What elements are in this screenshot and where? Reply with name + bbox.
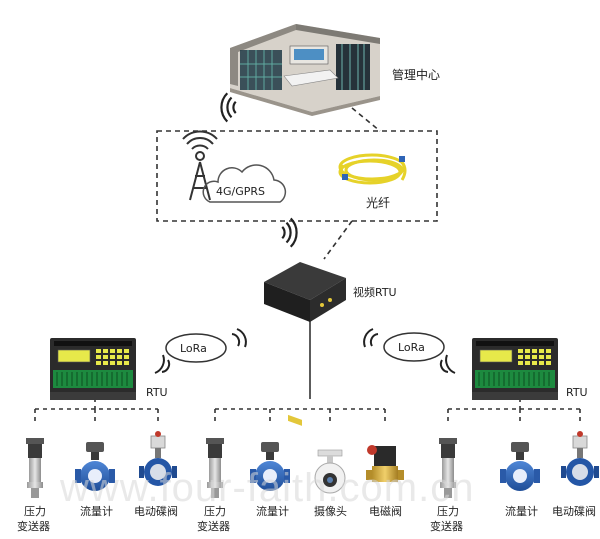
fiber-label: 光纤 [366, 196, 390, 210]
lora-label-right: LoRa [398, 341, 425, 354]
lora-signal-icon-right-2 [439, 354, 456, 374]
device-label-pressure-center-1: 压力 [204, 505, 226, 518]
control-center-label: 管理中心 [392, 67, 440, 82]
butterfly-valve-icon-right [560, 430, 600, 487]
wireless-signal-icon-mid [281, 217, 298, 248]
lora-bubble-right [383, 332, 445, 362]
network-dashed-box [156, 130, 438, 222]
connection-lines [34, 107, 581, 425]
device-label-camera: 摄像头 [314, 504, 347, 518]
device-label-solenoid: 电磁阀 [369, 504, 402, 518]
fiber-cable-icon [338, 153, 407, 185]
cloud-icon [202, 164, 287, 203]
cell-tower-icon [182, 130, 218, 201]
camera-icon [314, 449, 346, 494]
pressure-transmitter-icon-left [26, 438, 44, 498]
device-label-pressure-right-2: 变送器 [430, 519, 463, 533]
link-center-to-network-box [351, 107, 381, 132]
rtu-device-icon-left [49, 337, 137, 401]
link-box-to-video-rtu [323, 220, 353, 260]
device-label-pressure-left-2: 变送器 [17, 519, 50, 533]
device-label-pressure-center-2: 变送器 [197, 519, 230, 533]
wireless-signal-icon-top [220, 92, 237, 123]
device-label-flowmeter-center: 流量计 [256, 504, 289, 518]
lora-signal-icon-right [363, 328, 379, 348]
device-label-pressure-right-1: 压力 [437, 505, 459, 518]
lora-label-left: LoRa [180, 342, 207, 355]
video-rtu-label: 视频RTU [353, 285, 397, 299]
device-label-flowmeter-right: 流量计 [505, 504, 538, 518]
rtu-device-icon-right [471, 337, 559, 401]
lora-signal-icon-left-2 [154, 354, 171, 374]
flowmeter-icon-right [500, 442, 540, 491]
device-label-valve-right: 电动碟阀 [552, 504, 596, 518]
solenoid-valve-icon [366, 445, 404, 482]
device-label-pressure-left-1: 压力 [24, 505, 46, 518]
device-label-valve-left: 电动碟阀 [134, 504, 178, 518]
video-rtu-device-icon [264, 262, 346, 426]
control-center-room-icon [230, 24, 380, 116]
lora-bubble-left [165, 333, 227, 363]
device-label-flowmeter-left: 流量计 [80, 504, 113, 518]
rtu-label-right: RTU [566, 386, 588, 399]
rtu-label-left: RTU [146, 386, 168, 399]
watermark: www.four-faith.com.cn [59, 466, 474, 510]
network-label: 4G/GPRS [216, 185, 265, 198]
lora-signal-icon-left [231, 328, 247, 348]
